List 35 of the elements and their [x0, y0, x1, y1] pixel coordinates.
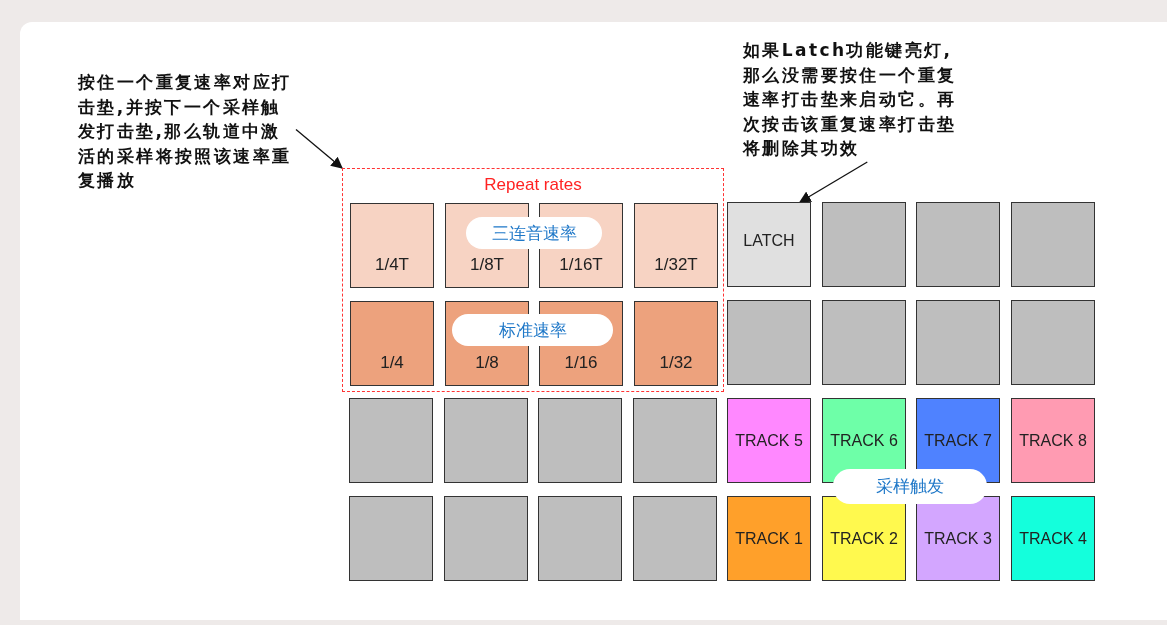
- callout-note: 如果Latch功能键亮灯,那么没需要按住一个重复速率打击垫来启动它。再次按击该重复速率打击垫将删除其功效: [743, 38, 969, 162]
- pad: TRACK 8: [1011, 398, 1095, 483]
- pad: TRACK 4: [1011, 496, 1095, 581]
- callout-note: 按住一个重复速率对应打击垫,并按下一个采样触发打击垫,那么轨道中激活的采样将按照该速率重复播放: [78, 70, 296, 194]
- pad: [444, 496, 528, 581]
- pad: TRACK 3: [916, 496, 1000, 581]
- pad: TRACK 1: [727, 496, 811, 581]
- pad: [538, 496, 622, 581]
- pad: [633, 398, 717, 483]
- pad: TRACK 2: [822, 496, 906, 581]
- repeat-rates-region: [342, 168, 724, 392]
- pad: LATCH: [727, 202, 811, 287]
- pad: [1011, 202, 1095, 287]
- pad: 1/32: [634, 301, 718, 386]
- group-label: 采样触发: [833, 469, 987, 504]
- pad: [633, 496, 717, 581]
- pad: [444, 398, 528, 483]
- arrow: [799, 161, 868, 203]
- pad: [349, 398, 433, 483]
- arrow: [295, 128, 343, 169]
- group-label: 标准速率: [452, 314, 613, 346]
- pad: [916, 202, 1000, 287]
- pad: [349, 496, 433, 581]
- group-label: 三连音速率: [466, 217, 602, 249]
- pad: [822, 300, 906, 385]
- pad: [1011, 300, 1095, 385]
- pad: 1/4T: [350, 203, 434, 288]
- pad: 1/32T: [634, 203, 718, 288]
- pad: [727, 300, 811, 385]
- pad: [916, 300, 1000, 385]
- pad: [822, 202, 906, 287]
- pad: TRACK 5: [727, 398, 811, 483]
- pad: [538, 398, 622, 483]
- pad: 1/4: [350, 301, 434, 386]
- region-title: Repeat rates: [483, 175, 583, 195]
